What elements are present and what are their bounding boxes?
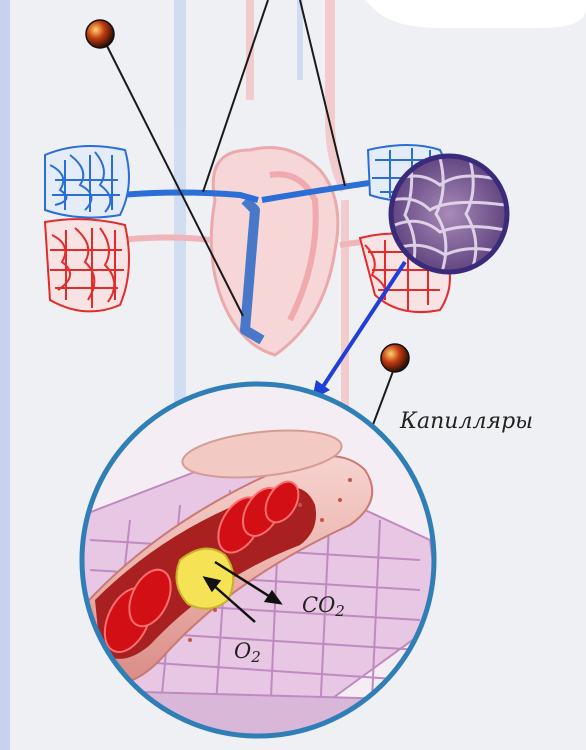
top-callout-shape — [365, 0, 586, 28]
tissue-lens — [391, 156, 507, 272]
capillary-magnifier — [70, 384, 440, 740]
heart — [211, 148, 338, 356]
left-capillary-bed — [45, 146, 129, 311]
pin-marker-icon-right — [381, 344, 409, 372]
pin-marker-icon-top — [86, 20, 114, 48]
capillaries-label: Капилляры — [399, 409, 533, 434]
